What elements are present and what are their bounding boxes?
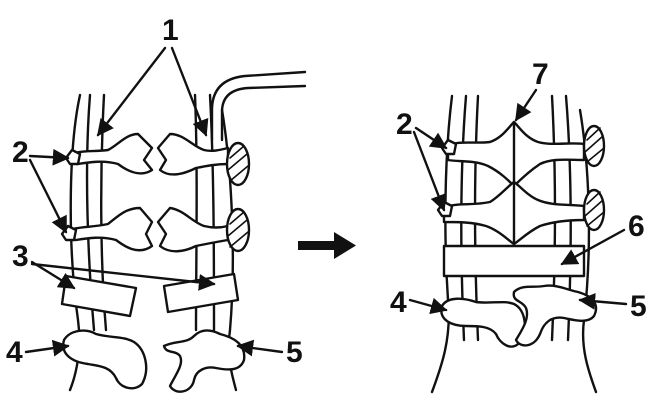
label-2-left: 2 <box>12 136 29 169</box>
label-2-right: 2 <box>396 108 413 141</box>
label-5-left: 5 <box>286 336 303 369</box>
label-6: 6 <box>628 210 645 243</box>
left-bone-fragment-4 <box>63 331 146 389</box>
leader-2-lower <box>30 160 66 232</box>
label-5-right: 5 <box>630 290 647 323</box>
right-upper-spinous-oval <box>584 126 604 166</box>
left-panel: 1 2 3 4 5 <box>6 14 305 392</box>
right-knob-lower <box>438 202 452 216</box>
right-arrow-icon <box>298 232 356 259</box>
label-4-right: 4 <box>390 286 407 319</box>
leader-2-right-upper <box>416 128 446 148</box>
left-tube-inner <box>222 86 305 140</box>
right-graft-block <box>444 246 584 276</box>
right-upper-lamina <box>448 122 584 186</box>
leader-4-left <box>26 346 68 352</box>
left-upper-lamina-left <box>70 134 152 173</box>
leader-3-right <box>32 264 214 284</box>
leader-1-left <box>98 48 165 135</box>
left-upper-spinous-oval <box>227 143 249 185</box>
right-bone-fragment-4 <box>441 299 524 347</box>
label-4-left: 4 <box>6 336 23 369</box>
leader-4-right <box>410 300 446 310</box>
left-lower-lamina-left <box>66 208 152 250</box>
left-block-left <box>62 276 136 316</box>
right-panel: 7 2 6 4 5 <box>390 58 647 392</box>
left-lower-lamina-right <box>158 208 228 251</box>
left-lower-spinous-oval <box>227 209 249 251</box>
left-bone-fragment-5 <box>164 331 244 392</box>
label-3: 3 <box>12 240 29 273</box>
label-7: 7 <box>532 58 549 91</box>
label-1: 1 <box>162 14 179 47</box>
leader-7 <box>516 90 536 120</box>
leader-1-right <box>172 48 206 135</box>
left-upper-lamina-right <box>158 134 228 174</box>
right-lower-spinous-oval <box>584 190 604 230</box>
leader-2-upper <box>30 156 68 158</box>
